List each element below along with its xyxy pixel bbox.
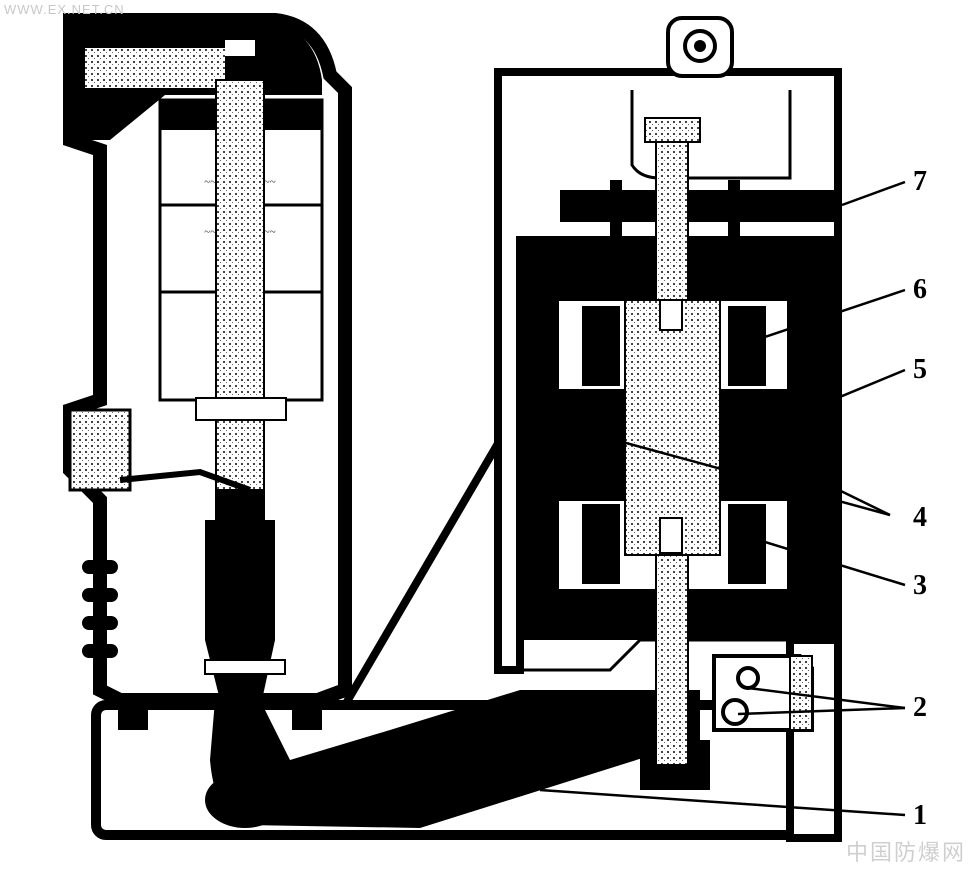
callout-1: 1 bbox=[913, 800, 927, 831]
callout-2: 2 bbox=[913, 692, 927, 723]
callout-7: 7 bbox=[913, 166, 927, 197]
callout-4: 4 bbox=[913, 502, 927, 533]
magnetic-actuator bbox=[494, 16, 842, 842]
callout-3: 3 bbox=[913, 570, 927, 601]
callout-6: 6 bbox=[913, 274, 927, 305]
leader-lines bbox=[539, 180, 906, 817]
vacuum-interrupter-pole: ~~~~~~~~~~~~ ~~~~~~~~~~~~ bbox=[63, 13, 352, 730]
connecting-lever bbox=[205, 690, 710, 828]
watermark-bottom: 中国防爆网 bbox=[845, 841, 966, 866]
watermark-top: WWW.EX.NET.CN bbox=[4, 2, 125, 17]
callout-5: 5 bbox=[913, 354, 927, 385]
